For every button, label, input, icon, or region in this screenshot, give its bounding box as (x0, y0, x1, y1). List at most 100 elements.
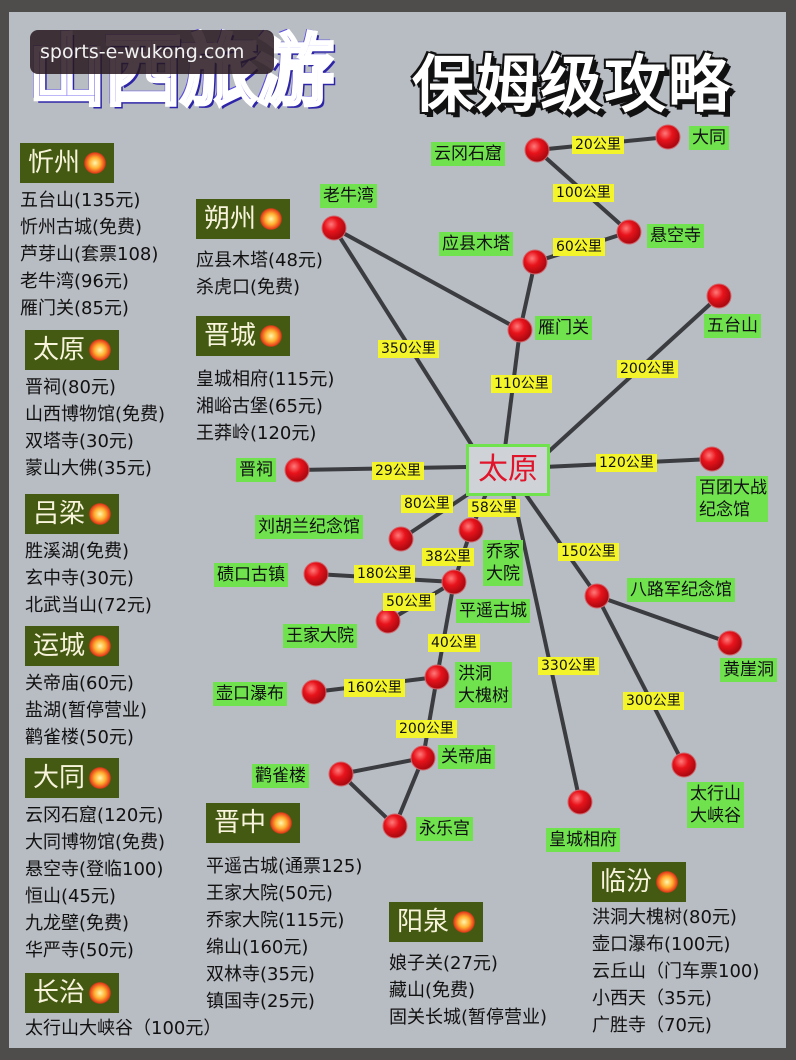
attraction-item: 王莽岭(120元) (196, 423, 317, 444)
section-changzhi: 长治 太行山大峡谷（100元） (25, 973, 221, 1042)
label-hongdong-line2: 大槐树 (458, 686, 509, 706)
node-yingxian (522, 249, 548, 275)
distance-yungang-datong: 20公里 (572, 136, 624, 154)
section-yangquan: 阳泉 娘子关(27元) 藏山(免费) 固关长城(暂停营业) (389, 902, 547, 1031)
label-baituan-line2: 纪念馆 (699, 500, 750, 520)
distance-liuhulan-taiyuan: 80公里 (401, 495, 453, 513)
attraction-item: 应县木塔(48元) (196, 250, 323, 271)
section-badge: 朔州 (196, 199, 291, 239)
section-title: 朔州 (204, 204, 257, 234)
attraction-item: 胜溪湖(免费) (25, 541, 130, 562)
burst-icon (89, 635, 112, 657)
attraction-item: 小西天（35元) (592, 988, 712, 1009)
section-linfen: 临汾 洪洞大槐树(80元) 壶口瀑布(100元) 云丘山（门车票100) 小西天… (592, 862, 759, 1039)
label-laoniuwan: 老牛湾 (320, 184, 377, 208)
attraction-item: 乔家大院(115元) (206, 910, 345, 931)
section-badge: 太原 (25, 330, 120, 370)
attraction-item: 镇国寺(25元) (206, 991, 315, 1012)
distance-baituan-taiyuan: 120公里 (596, 454, 657, 472)
label-yungang: 云冈石窟 (431, 142, 505, 166)
attraction-item: 绵山(160元) (206, 937, 309, 958)
attraction-item: 娘子关(27元) (389, 953, 498, 974)
distance-laoniuwan-taiyuan: 350公里 (378, 340, 439, 358)
section-title: 吕梁 (33, 499, 86, 529)
attraction-item: 大同博物馆(免费) (25, 832, 166, 853)
distance-huangcheng-taiyuan: 330公里 (538, 657, 599, 675)
distance-hongdong-guandi: 200公里 (396, 720, 457, 738)
burst-icon (260, 325, 283, 347)
attraction-item: 广胜寺（70元) (592, 1015, 712, 1036)
label-huangyadong: 黄崖洞 (720, 658, 777, 682)
label-guanquelou: 鹳雀楼 (252, 764, 309, 788)
node-wutaishan (706, 283, 732, 309)
node-huangcheng (567, 789, 593, 815)
label-jinci: 晋祠 (236, 458, 276, 482)
attraction-item: 悬空寺(登临100) (25, 859, 164, 880)
attraction-item: 芦芽山(套票108) (20, 244, 159, 265)
node-qikou (303, 561, 329, 587)
label-qiaojia-line1: 乔家 (486, 542, 520, 562)
section-jincheng: 晋城 皇城相府(115元) 湘峪古堡(65元) 王莽岭(120元) (196, 316, 334, 447)
attraction-item: 鹳雀楼(50元) (25, 727, 134, 748)
section-title: 长治 (33, 978, 86, 1008)
label-balujun: 八路军纪念馆 (627, 578, 735, 602)
distance-yingxian-xuankong: 60公里 (553, 238, 605, 256)
section-lvliang: 吕梁 胜溪湖(免费) 玄中寺(30元) 北武当山(72元) (25, 494, 152, 619)
distance-pingyao-hongdong: 40公里 (428, 634, 480, 652)
attraction-item: 固关长城(暂停营业) (389, 1007, 548, 1028)
section-badge: 吕梁 (25, 494, 120, 534)
label-xuankongsi: 悬空寺 (647, 224, 704, 248)
label-hongdong-line1: 洪洞 (458, 664, 492, 684)
section-badge: 忻州 (20, 143, 115, 183)
node-hukou (301, 679, 327, 705)
label-wutaishan: 五台山 (704, 314, 761, 338)
label-liuhulan: 刘胡兰纪念馆 (255, 515, 363, 539)
section-badge: 晋中 (206, 803, 301, 843)
node-taihang (671, 752, 697, 778)
node-yonglegong (382, 813, 408, 839)
label-hukou: 壶口瀑布 (213, 682, 287, 706)
label-qikou: 碛口古镇 (214, 563, 288, 587)
attraction-item: 雁门关(85元) (20, 298, 129, 319)
section-title: 运城 (33, 631, 86, 661)
attraction-item: 云冈石窟(120元) (25, 805, 164, 826)
node-guandimiao (410, 745, 436, 771)
node-jinci (284, 457, 310, 483)
attraction-item: 关帝庙(60元) (25, 673, 134, 694)
attraction-item: 王家大院(50元) (206, 883, 333, 904)
node-yungang (524, 137, 550, 163)
distance-yungang-xuankong: 100公里 (553, 184, 614, 202)
distance-balujun-taiyuan: 150公里 (558, 543, 619, 561)
section-badge: 大同 (25, 758, 120, 798)
section-badge: 阳泉 (389, 902, 484, 942)
section-badge: 长治 (25, 973, 120, 1013)
distance-taihang-balujun: 300公里 (623, 692, 684, 710)
attraction-item: 洪洞大槐树(80元) (592, 907, 737, 928)
node-guanquelou (328, 761, 354, 787)
label-wangjia: 王家大院 (283, 624, 357, 648)
label-huangcheng: 皇城相府 (546, 828, 620, 852)
burst-icon (260, 208, 283, 230)
title-guide: 保姆级攻略 (412, 48, 733, 121)
label-datong: 大同 (689, 126, 729, 150)
attraction-item: 玄中寺(30元) (25, 568, 134, 589)
node-pingyao (441, 569, 467, 595)
section-yuncheng: 运城 关帝庙(60元) 盐湖(暂停营业) 鹳雀楼(50元) (25, 626, 147, 751)
attraction-item: 双林寺(35元) (206, 964, 315, 985)
attraction-item: 平遥古城(通票125) (206, 856, 363, 877)
label-yanmenguan: 雁门关 (535, 316, 592, 340)
section-title: 晋城 (204, 321, 257, 351)
distance-jinci-taiyuan: 29公里 (372, 462, 424, 480)
distance-qiaojia-taiyuan: 58公里 (468, 499, 520, 517)
attraction-item: 晋祠(80元) (25, 377, 116, 398)
attraction-item: 皇城相府(115元) (196, 369, 335, 390)
attraction-item: 恒山(45元) (25, 886, 116, 907)
section-jinzhong: 晋中 平遥古城(通票125) 王家大院(50元) 乔家大院(115元) 绵山(1… (206, 803, 362, 1015)
attraction-item: 老牛湾(96元) (20, 271, 129, 292)
node-datong (655, 124, 681, 150)
attraction-item: 忻州古城(免费) (20, 217, 143, 238)
label-taihang-line2: 大峡谷 (690, 806, 741, 826)
attraction-item: 北武当山(72元) (25, 595, 152, 616)
section-datong: 大同 云冈石窟(120元) 大同博物馆(免费) 悬空寺(登临100) 恒山(45… (25, 758, 165, 964)
